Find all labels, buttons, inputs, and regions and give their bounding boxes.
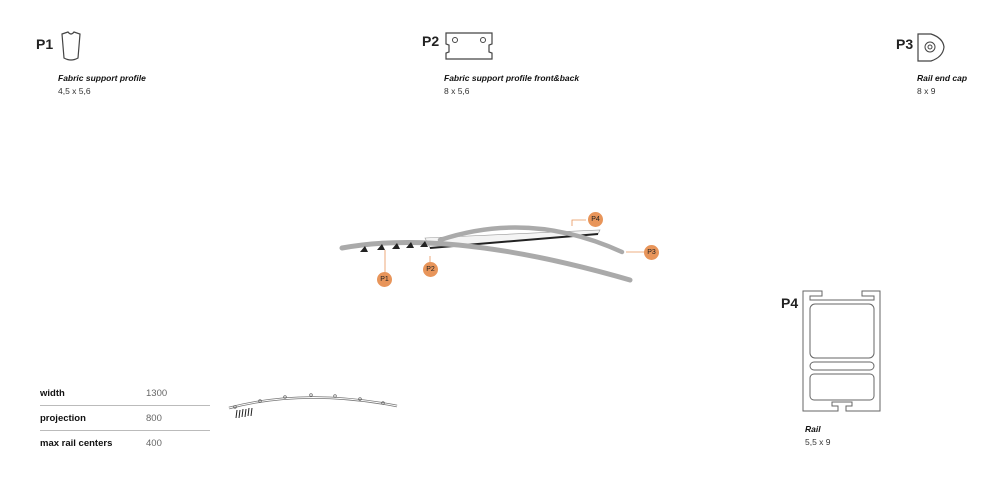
part-code-p1: P1 <box>36 36 54 52</box>
spec-value: 1300 <box>146 388 168 399</box>
part-code-p3: P3 <box>896 36 914 52</box>
spec-label: projection <box>40 413 86 424</box>
p2-profile-icon <box>445 32 493 60</box>
part-name-p3: Rail end cap <box>917 73 968 83</box>
p3-endcap-icon <box>917 33 945 62</box>
part-code-p2: P2 <box>422 33 440 49</box>
spec-row-max-rail-centers: max rail centers 400 <box>40 430 210 455</box>
spec-value: 400 <box>146 438 162 449</box>
awning-assembly-drawing <box>339 219 646 283</box>
spec-row-projection: projection 800 <box>40 405 210 431</box>
callout-p4: P4 <box>588 212 603 227</box>
part-name-p4: Rail <box>805 424 821 434</box>
part-dims-p1: 4,5 x 5,6 <box>58 86 91 96</box>
spec-label: max rail centers <box>40 438 113 449</box>
part-dims-p2: 8 x 5,6 <box>444 86 470 96</box>
part-dims-p4: 5,5 x 9 <box>805 437 831 447</box>
callout-p2: P2 <box>423 262 438 277</box>
part-dims-p3: 8 x 9 <box>917 86 936 96</box>
callout-p3: P3 <box>644 245 659 260</box>
side-view-drawing <box>228 393 398 419</box>
part-name-p1: Fabric support profile <box>58 73 146 83</box>
spec-row-width: width 1300 <box>40 380 210 406</box>
p4-rail-profile-icon <box>802 290 881 412</box>
spec-value: 800 <box>146 413 162 424</box>
part-code-p4: P4 <box>781 295 799 311</box>
spec-label: width <box>40 388 65 399</box>
callout-p1: P1 <box>377 272 392 287</box>
part-name-p2: Fabric support profile front&back <box>444 73 580 83</box>
p1-profile-icon <box>61 31 81 61</box>
